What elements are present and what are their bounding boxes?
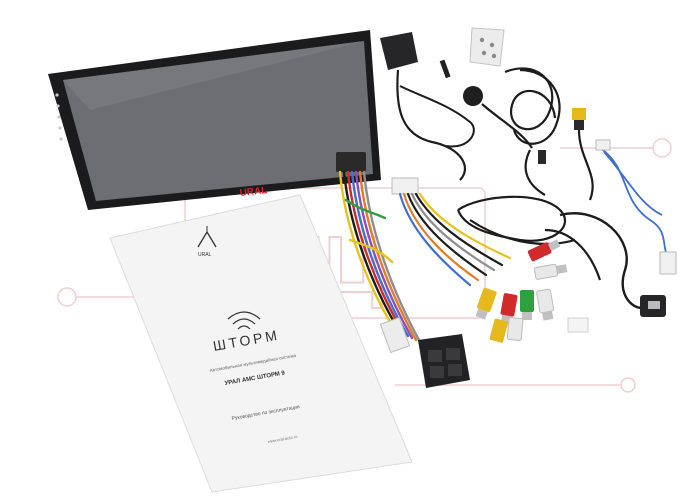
head-unit-screen: URAL xyxy=(48,30,381,210)
wiring-harness xyxy=(336,152,422,354)
coiled-cable xyxy=(504,67,561,196)
antenna-adapter-wires xyxy=(595,139,677,275)
sticker xyxy=(567,317,589,333)
rca-plugs xyxy=(475,239,568,343)
camera-rca-plug xyxy=(572,108,594,201)
rca-harness xyxy=(391,177,512,287)
usb-cable xyxy=(544,212,666,317)
manual-logo-text: URAL xyxy=(198,252,212,258)
user-manual: URAL ШТОРМ Автомобильная мультимедийная … xyxy=(109,194,413,493)
screws-bag xyxy=(469,27,505,67)
iso-connector xyxy=(418,334,470,388)
screen-brand-logo: URAL xyxy=(239,185,268,199)
manual-website: www.ural-auto.ru xyxy=(267,434,297,444)
side-buttons xyxy=(55,93,63,141)
gps-antenna xyxy=(380,32,475,181)
wifi-icon xyxy=(227,311,261,330)
microphone xyxy=(439,59,533,149)
manual-logo-icon xyxy=(197,226,217,248)
aux-cable xyxy=(456,195,576,246)
